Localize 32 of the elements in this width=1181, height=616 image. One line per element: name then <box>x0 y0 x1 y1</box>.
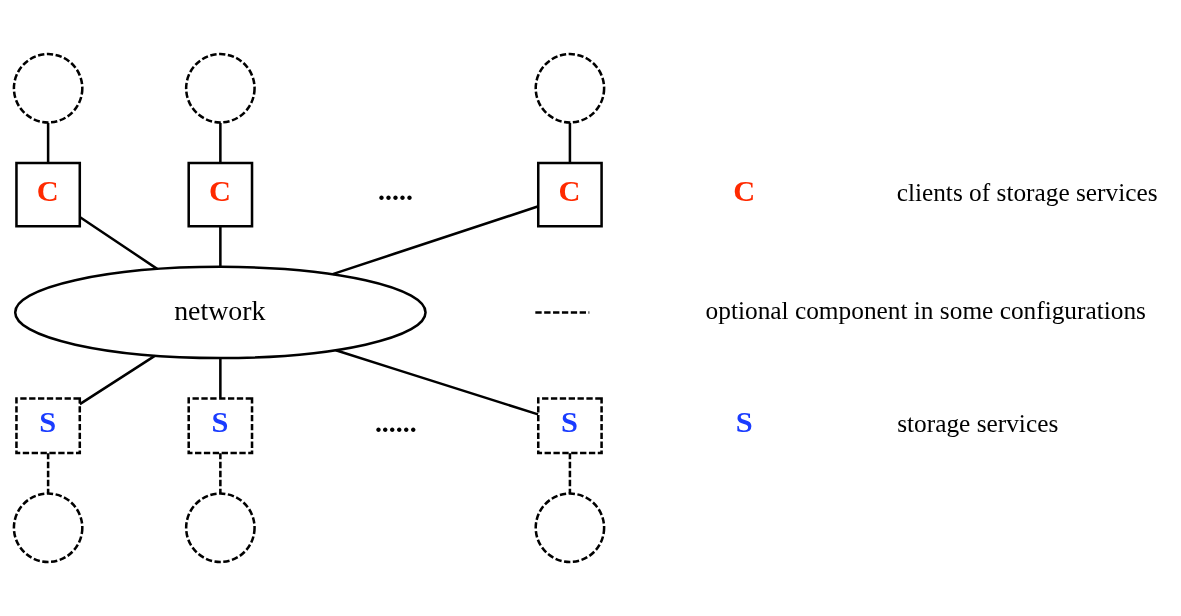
node-box: C <box>187 161 254 228</box>
node-circle <box>184 52 256 124</box>
node-ellipse: network <box>13 265 427 360</box>
connector <box>219 358 222 398</box>
label: S <box>735 405 753 440</box>
legend-label: optional component in some configurations <box>705 295 1146 324</box>
node-circle <box>12 52 84 124</box>
node-box: C <box>15 161 82 228</box>
connector <box>219 226 222 267</box>
node-box: S <box>537 397 603 455</box>
label: ..... <box>378 175 413 207</box>
legend-label: clients of storage services <box>896 177 1158 206</box>
connector <box>332 205 539 276</box>
node-circle <box>534 492 606 564</box>
connector <box>219 122 222 163</box>
connector <box>79 216 158 270</box>
connector <box>335 349 539 416</box>
connector <box>46 453 50 494</box>
node-box: C <box>537 161 603 228</box>
label: ...... <box>374 406 417 438</box>
connector <box>46 122 50 163</box>
node-box: S <box>187 397 254 455</box>
node-circle <box>534 52 606 124</box>
connector <box>219 453 222 494</box>
legend-label: storage services <box>897 409 1059 438</box>
connector <box>79 354 156 406</box>
label: C <box>733 174 756 209</box>
node-box: S <box>15 397 82 455</box>
node-circle <box>12 492 84 564</box>
connector <box>568 453 572 494</box>
node-circle <box>184 492 256 564</box>
connector <box>568 122 572 163</box>
